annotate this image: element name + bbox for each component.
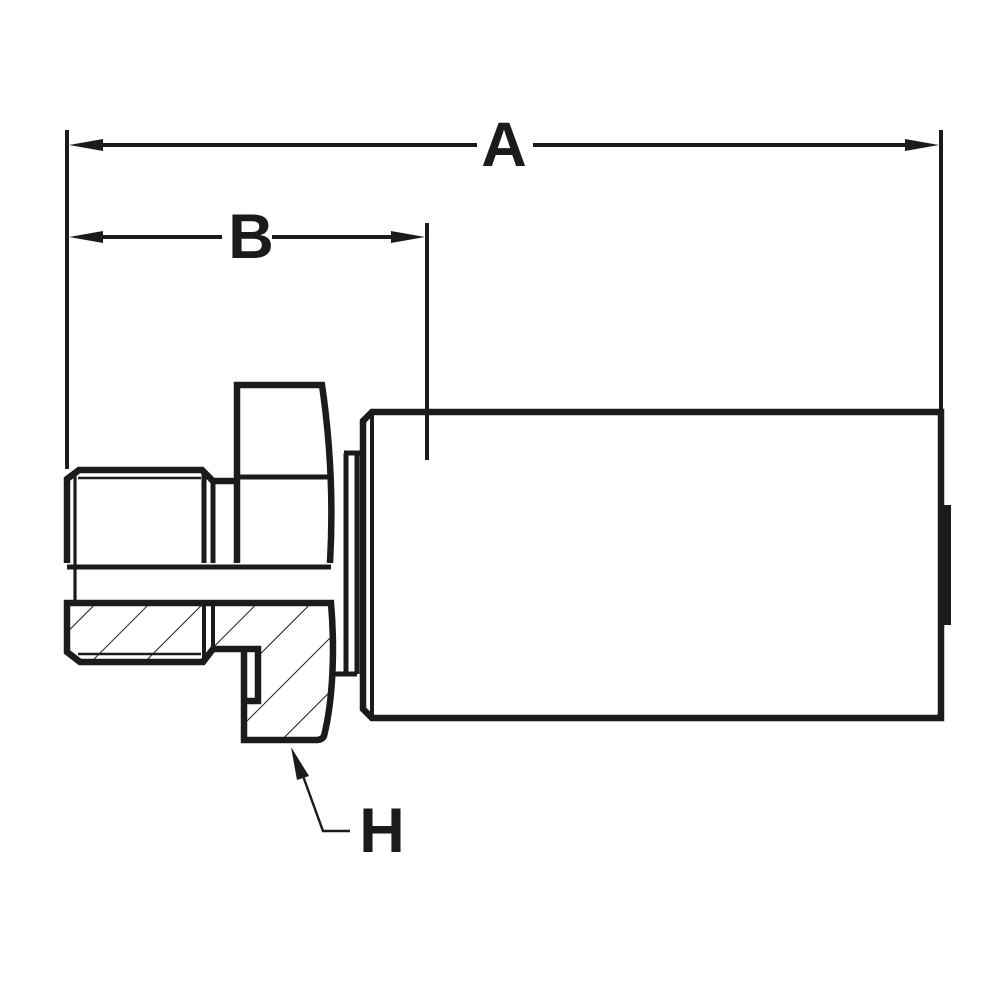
collar-ring bbox=[332, 450, 362, 677]
leader-line-h bbox=[301, 775, 350, 833]
dim-a-right-arrow-icon bbox=[905, 139, 939, 151]
dim-a-label: A bbox=[481, 110, 527, 180]
hex-outline-top bbox=[233, 381, 335, 564]
shell-end-stop-tab bbox=[941, 505, 951, 625]
dim-b-left-arrow-icon bbox=[69, 231, 103, 243]
dim-b-right-arrow-icon bbox=[391, 231, 425, 243]
shell-outline bbox=[359, 408, 945, 722]
leader-h-arrow-icon bbox=[291, 747, 309, 780]
section-hatch-region bbox=[63, 599, 337, 744]
dimension-a: A bbox=[65, 110, 943, 469]
dim-h-label: H bbox=[359, 796, 405, 866]
dim-b-label: B bbox=[228, 202, 274, 272]
thread-outline-top bbox=[63, 466, 238, 563]
dimension-h: H bbox=[291, 747, 405, 866]
fitting-body bbox=[63, 381, 951, 744]
dimension-b: B bbox=[69, 202, 429, 460]
dim-a-left-arrow-icon bbox=[69, 139, 103, 151]
